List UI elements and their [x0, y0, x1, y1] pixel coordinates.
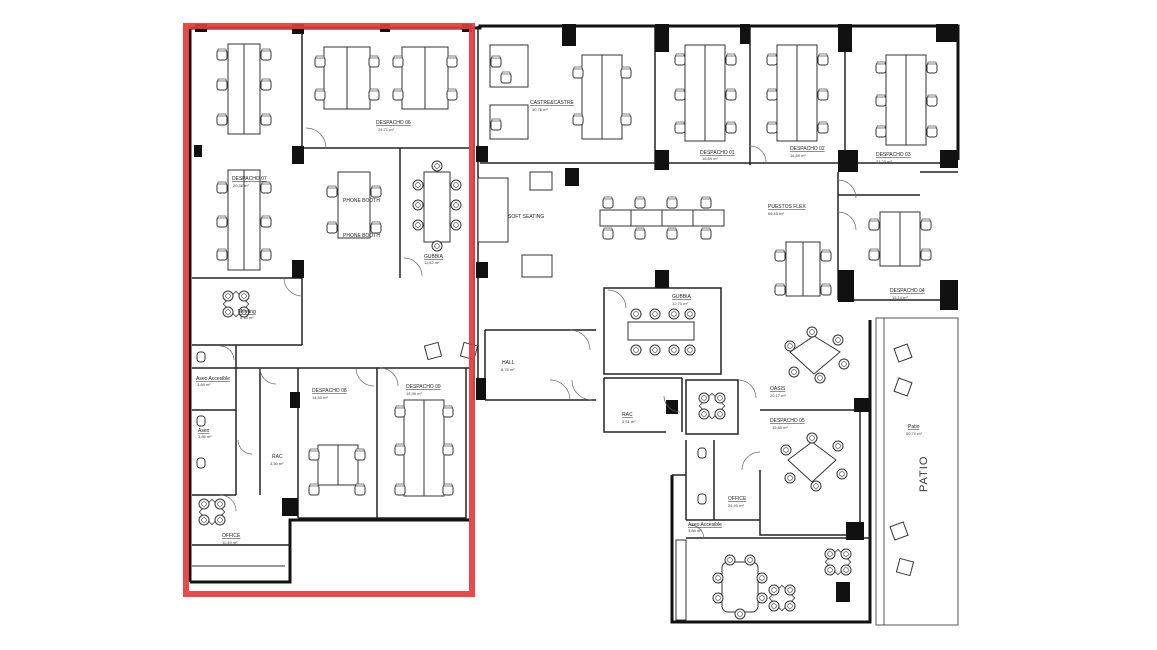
label-office1: OFFICE	[222, 533, 241, 539]
label-soft-seating: SOFT SEATING	[508, 214, 544, 220]
label-castrejastre: CASTRE&CASTRE	[530, 100, 575, 106]
label-meeting: Meeting	[238, 309, 256, 315]
highlight-frame	[183, 23, 475, 597]
doors	[219, 127, 857, 540]
label-aseo: Aseo	[198, 428, 210, 434]
label-aseo-accesible-1: Aseo Accesible	[196, 376, 230, 382]
area-patio: 50,70 m²	[906, 431, 922, 436]
label-despacho07: DESPACHO 07	[232, 176, 267, 182]
patio-area	[875, 317, 959, 626]
label-phone1: PHONE BOOTH	[343, 198, 380, 204]
area-gubbia2: 12,70 m²	[672, 301, 688, 306]
label-rac2: RAC	[622, 412, 633, 418]
area-aseo-accesible-2: 3,88 m²	[688, 528, 702, 533]
area-aseo: 3,86 m²	[198, 434, 212, 439]
area-hall: 8,76 m²	[501, 367, 515, 372]
label-hall: HALL	[502, 360, 515, 366]
area-meeting: 8,16 m²	[240, 315, 254, 320]
label-gubbia2: GUBBIA	[672, 294, 692, 300]
label-gubbia1: GUBBIA	[424, 254, 444, 260]
area-aseo-accesible-1: 3,88 m²	[197, 382, 211, 387]
area-despacho07: 20,36 m²	[233, 183, 249, 188]
label-despacho09: DESPACHO 09	[406, 384, 441, 390]
label-despacho04: DESPACHO 04	[890, 288, 925, 294]
area-gubbia1: 11,82 m²	[424, 260, 440, 265]
label-patio: Patio	[908, 424, 920, 430]
area-despacho09: 14,99 m²	[406, 391, 422, 396]
label-oasis: OASIS	[770, 386, 786, 392]
area-despacho01: 16,89 m²	[702, 156, 718, 161]
label-phone2: PHONE BOOTH	[343, 233, 380, 239]
label-puestos-flex: PUESTOS FLEX	[768, 204, 806, 210]
area-rac1: 3,56 m²	[270, 461, 284, 466]
furniture-left	[192, 43, 479, 567]
area-despacho06: 24,71 m²	[378, 127, 394, 132]
furniture-right	[477, 44, 938, 621]
label-patio-big: PATIO	[918, 456, 930, 492]
label-despacho05: DESPACHO 05	[770, 418, 805, 424]
label-despacho06: DESPACHO 06	[376, 120, 411, 126]
label-despacho08: DESPACHO 08	[312, 388, 347, 394]
area-despacho03: 21,25 m²	[876, 159, 892, 164]
area-oasis: 20,17 m²	[770, 393, 786, 398]
label-aseo-accesible-2: Aseo Accesible	[688, 522, 722, 528]
area-despacho04: 15,14 m²	[892, 295, 908, 300]
label-despacho01: DESPACHO 01	[700, 150, 735, 156]
room-labels: DESPACHO 06 24,71 m² DESPACHO 07 20,36 m…	[196, 100, 930, 545]
area-despacho02: 16,89 m²	[790, 153, 806, 158]
area-despacho05: 15,85 m²	[772, 425, 788, 430]
area-office1: 11,49 m²	[222, 540, 238, 545]
label-rac1: RAC	[272, 454, 283, 460]
area-rac2: 3,51 m²	[622, 419, 636, 424]
label-despacho03: DESPACHO 03	[876, 152, 911, 158]
area-despacho08: 14,50 m²	[312, 395, 328, 400]
label-despacho02: DESPACHO 02	[790, 146, 825, 152]
label-office2: OFFICE	[728, 496, 747, 502]
area-castrejastre: 30,78 m²	[532, 107, 548, 112]
columns	[194, 24, 958, 602]
area-office2: 26,90 m²	[728, 503, 744, 508]
area-puestos-flex: 66,45 m²	[768, 211, 784, 216]
